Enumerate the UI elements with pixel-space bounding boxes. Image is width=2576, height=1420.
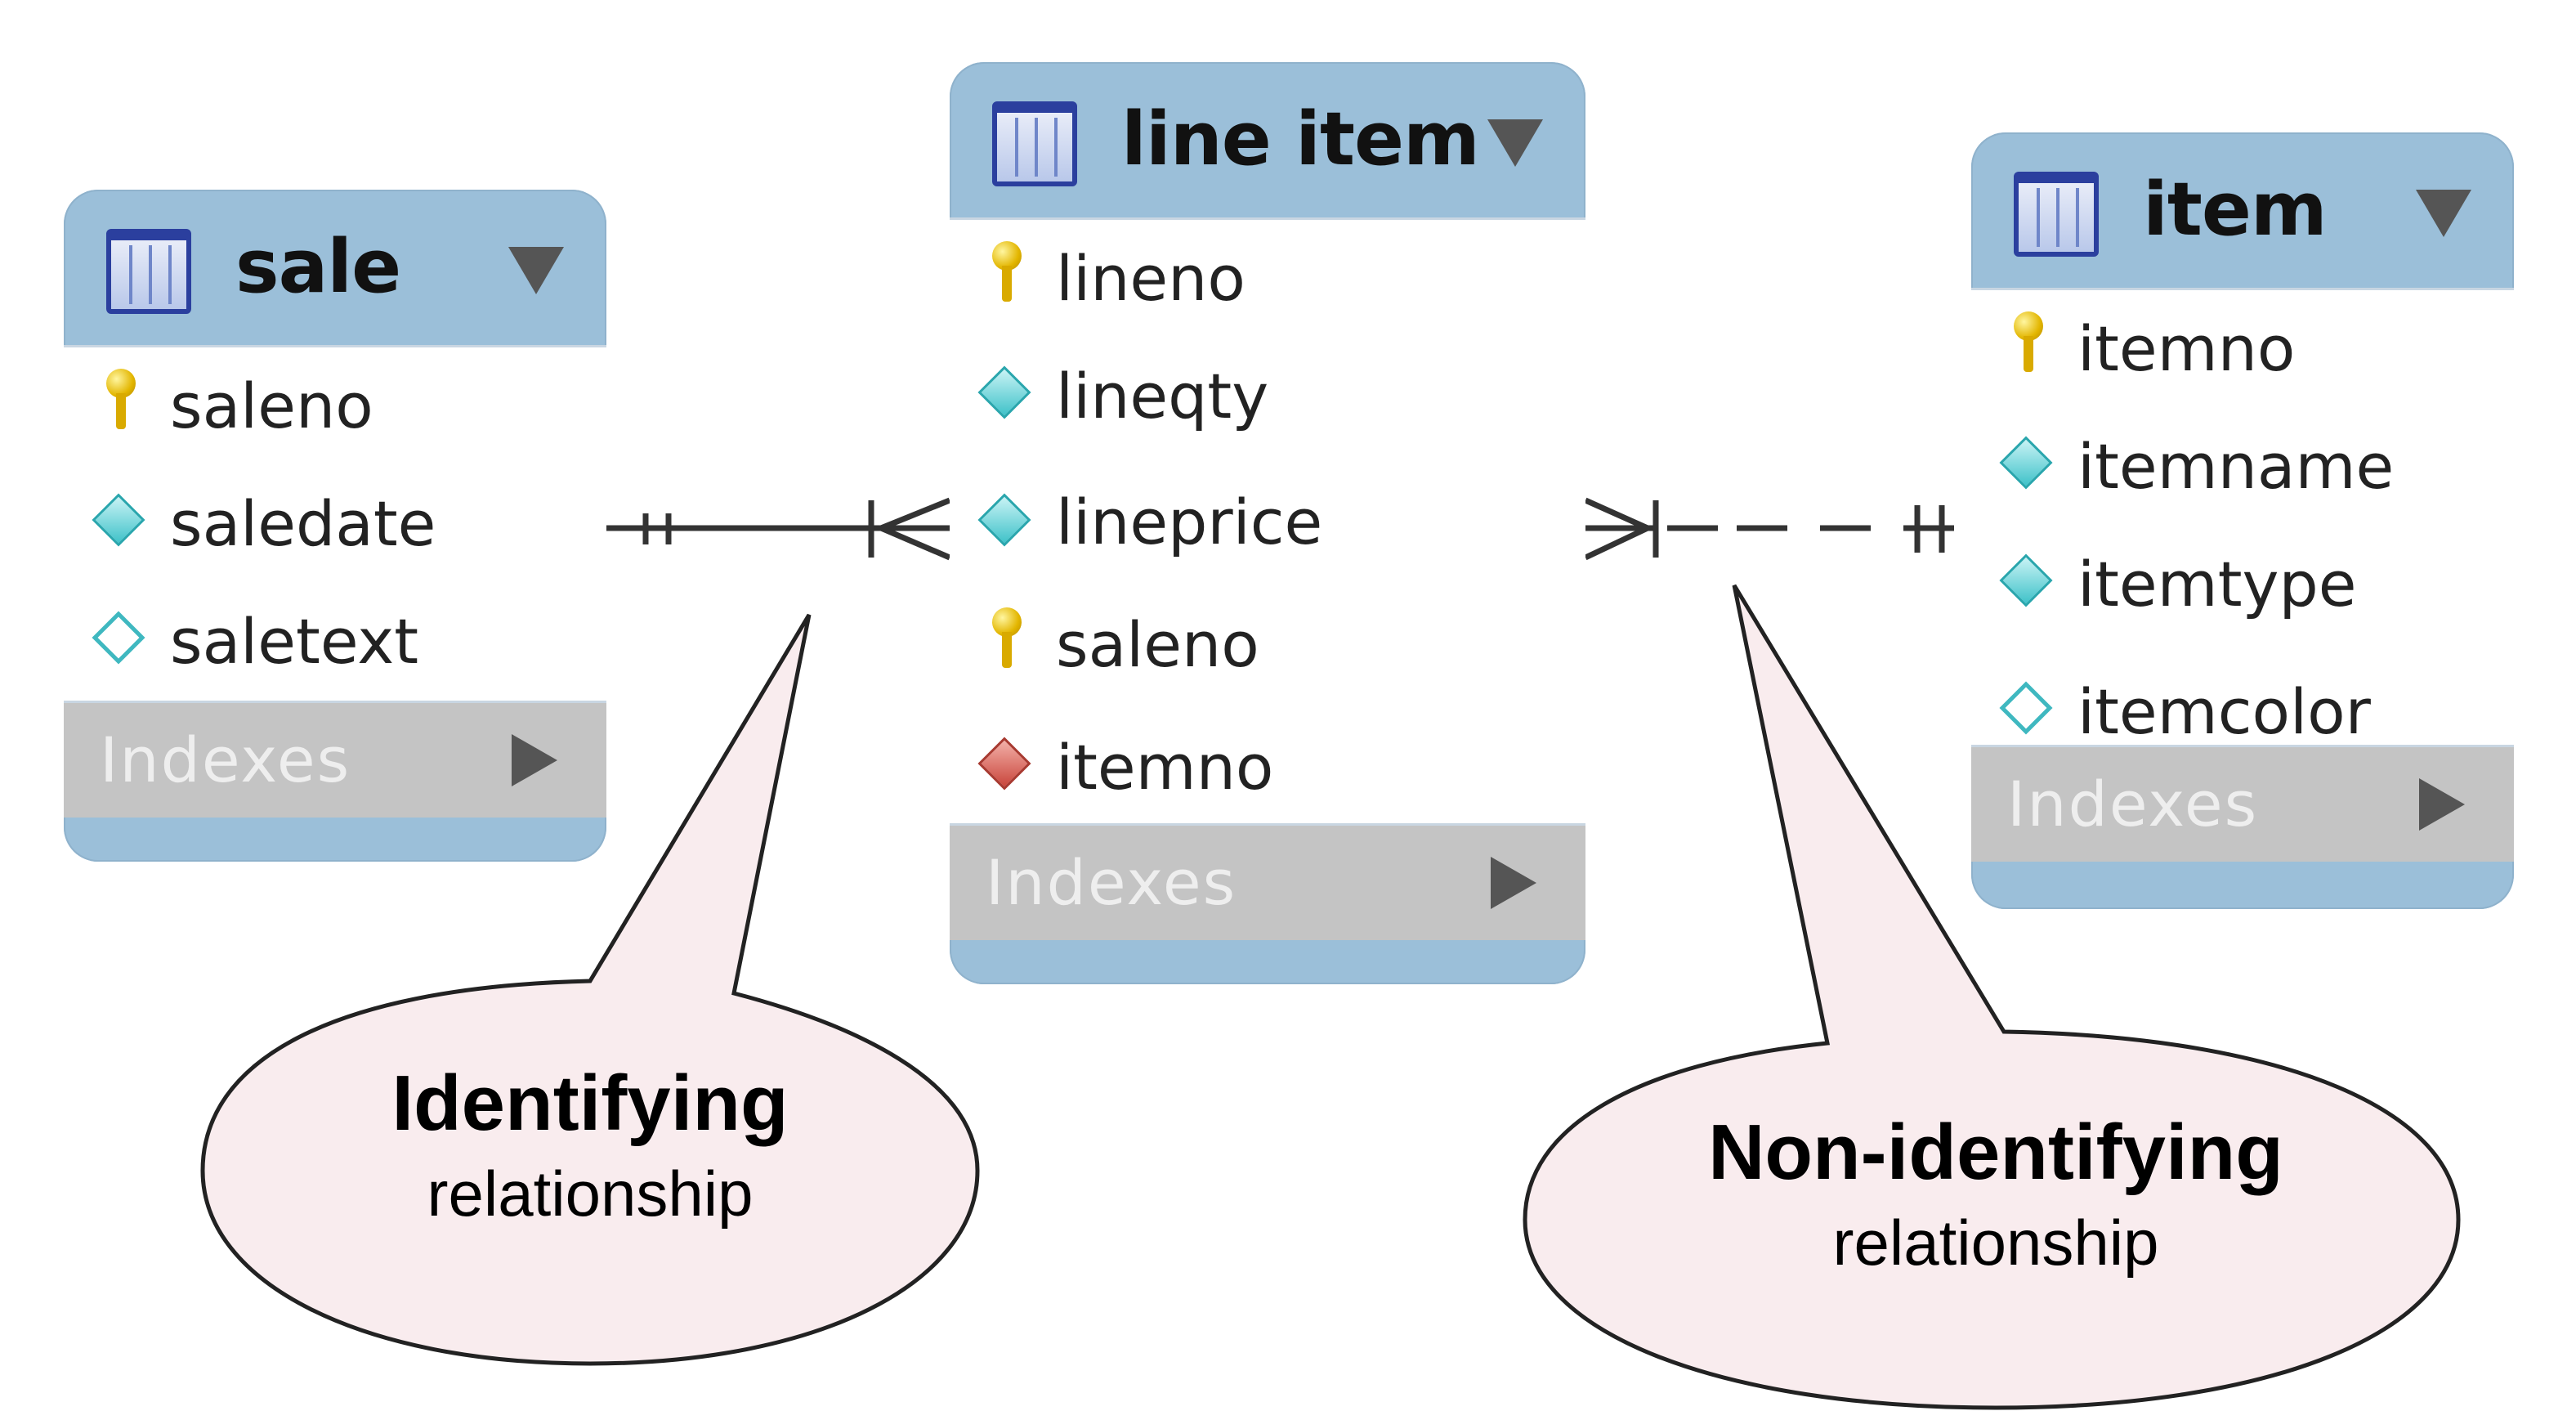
- key-icon: [2014, 311, 2043, 372]
- diamond-red-icon: [977, 737, 1031, 791]
- column-name: itemcolor: [2077, 675, 2371, 748]
- expand-arrow-icon[interactable]: [2419, 778, 2465, 831]
- diamond-filled-icon: [1999, 553, 2053, 607]
- column-list: itemno itemname itemtype itemcolor: [1971, 288, 2514, 748]
- table-header[interactable]: item: [1971, 132, 2514, 288]
- column-row[interactable]: lineprice: [950, 455, 1585, 586]
- column-row[interactable]: itemno: [950, 709, 1585, 823]
- table-title: sale: [235, 224, 401, 310]
- column-name: saletext: [170, 605, 419, 678]
- key-icon: [106, 369, 136, 429]
- column-row[interactable]: saledate: [64, 465, 606, 583]
- indexes-section[interactable]: Indexes: [1971, 747, 2514, 862]
- column-name: lineprice: [1056, 486, 1323, 558]
- column-name: saleno: [170, 370, 373, 442]
- table-title: line item: [1121, 96, 1480, 182]
- table-icon: [992, 101, 1077, 186]
- table-icon: [2014, 172, 2099, 257]
- non-identifying-callout: Non-identifying relationship: [1636, 1104, 2355, 1283]
- table-header[interactable]: sale: [64, 190, 606, 345]
- callout-subtitle: relationship: [1832, 1207, 2159, 1279]
- key-icon: [992, 607, 1022, 668]
- indexes-label: Indexes: [986, 846, 1237, 919]
- column-name: saledate: [170, 487, 436, 560]
- indexes-label: Indexes: [100, 723, 351, 796]
- diamond-filled-icon: [92, 493, 145, 547]
- column-row[interactable]: saletext: [64, 583, 606, 701]
- indexes-section[interactable]: Indexes: [64, 703, 606, 818]
- column-name: itemtype: [2077, 548, 2357, 620]
- diamond-filled-icon: [977, 365, 1031, 419]
- non-identifying-callout-bubble: [1523, 584, 2461, 1410]
- column-name: lineqty: [1056, 360, 1269, 432]
- collapse-toggle-icon[interactable]: [508, 247, 564, 294]
- collapse-toggle-icon[interactable]: [2416, 190, 2471, 237]
- diamond-filled-icon: [977, 493, 1031, 547]
- diamond-hollow-icon: [1999, 681, 2053, 735]
- column-row[interactable]: lineqty: [950, 338, 1585, 455]
- table-line-item[interactable]: line item lineno lineqty lineprice salen…: [950, 62, 1585, 984]
- column-row[interactable]: itemname: [1971, 408, 2514, 526]
- column-row[interactable]: saleno: [64, 347, 606, 465]
- table-footer: [64, 818, 606, 862]
- table-footer: [1971, 862, 2514, 909]
- column-name: itemno: [1056, 731, 1274, 804]
- table-title: item: [2143, 167, 2328, 253]
- column-row[interactable]: itemno: [1971, 290, 2514, 408]
- table-footer: [950, 940, 1585, 984]
- column-name: itemname: [2077, 430, 2395, 503]
- diamond-filled-icon: [1999, 436, 2053, 490]
- callout-title: Identifying: [391, 1059, 789, 1147]
- table-header[interactable]: line item: [950, 62, 1585, 217]
- identifying-callout-bubble: [200, 613, 980, 1366]
- expand-arrow-icon[interactable]: [512, 734, 557, 786]
- column-name: saleno: [1056, 608, 1259, 681]
- column-row[interactable]: lineno: [950, 220, 1585, 338]
- callout-subtitle: relationship: [427, 1158, 754, 1230]
- column-name: lineno: [1056, 242, 1246, 315]
- column-row[interactable]: itemcolor: [1971, 653, 2514, 748]
- table-icon: [106, 229, 191, 314]
- indexes-section[interactable]: Indexes: [950, 826, 1585, 940]
- indexes-label: Indexes: [2007, 768, 2259, 840]
- callout-title: Non-identifying: [1708, 1109, 2283, 1196]
- non-identifying-relationship-line: [1584, 497, 1971, 561]
- column-row[interactable]: saleno: [950, 586, 1585, 709]
- column-list: saleno saledate saletext: [64, 345, 606, 703]
- table-sale[interactable]: sale saleno saledate saletext Indexes: [64, 190, 606, 862]
- table-item[interactable]: item itemno itemname itemtype itemcolor …: [1971, 132, 2514, 909]
- column-row[interactable]: itemtype: [1971, 526, 2514, 653]
- key-icon: [992, 241, 1022, 302]
- identifying-callout: Identifying relationship: [304, 1055, 876, 1234]
- diamond-hollow-icon: [92, 611, 145, 665]
- column-list: lineno lineqty lineprice saleno itemno: [950, 217, 1585, 826]
- column-name: itemno: [2077, 312, 2296, 385]
- expand-arrow-icon[interactable]: [1491, 857, 1536, 909]
- identifying-relationship-line: [606, 497, 951, 561]
- collapse-toggle-icon[interactable]: [1487, 119, 1543, 167]
